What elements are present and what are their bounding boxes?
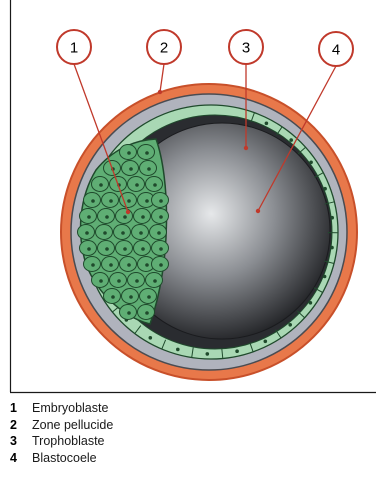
trophoblast-nucleus xyxy=(149,336,153,340)
embryoblast-nucleus xyxy=(121,231,125,235)
callout-1-number: 1 xyxy=(70,40,78,57)
legend-label: Blastocoele xyxy=(32,450,97,467)
embryoblast-nucleus xyxy=(145,151,149,155)
legend-number: 4 xyxy=(10,450,32,467)
embryoblast-nucleus xyxy=(147,167,151,171)
leader-2 xyxy=(160,64,164,92)
embryoblast-nucleus xyxy=(153,279,157,283)
embryoblast-nucleus xyxy=(91,199,95,203)
embryoblast-nucleus xyxy=(159,215,163,219)
embryoblast-nucleus xyxy=(157,231,161,235)
embryoblast-nucleus xyxy=(159,263,163,267)
embryoblast-nucleus xyxy=(103,231,107,235)
legend-label: Trophoblaste xyxy=(32,433,105,450)
embryoblast-nucleus xyxy=(139,231,143,235)
callout-2: 2 xyxy=(147,30,181,64)
callout-3-number: 3 xyxy=(242,40,250,57)
embryoblast-nucleus xyxy=(109,263,113,267)
trophoblast-nucleus xyxy=(323,275,327,279)
embryoblast-nucleus xyxy=(141,215,145,219)
trophoblast-nucleus xyxy=(235,349,239,353)
embryoblast-nucleus xyxy=(127,311,131,315)
embryoblast-nucleus xyxy=(105,247,109,251)
embryoblast-nucleus xyxy=(91,263,95,267)
embryoblast-nucleus xyxy=(159,199,163,203)
embryoblast-nucleus xyxy=(123,247,127,251)
trophoblast-nucleus xyxy=(330,216,334,220)
embryoblast-nucleus xyxy=(147,295,151,299)
trophoblast-nucleus xyxy=(309,301,313,305)
embryoblast-nucleus xyxy=(127,263,131,267)
embryoblast-nucleus xyxy=(145,199,149,203)
trophoblast-nucleus xyxy=(264,340,268,344)
embryoblast-nucleus xyxy=(105,215,109,219)
embryoblast-nucleus xyxy=(153,183,157,187)
embryoblast-nucleus xyxy=(99,183,103,187)
trophoblast-nucleus xyxy=(309,161,313,165)
embryoblast-nucleus xyxy=(141,247,145,251)
trophoblast-nucleus xyxy=(265,122,269,126)
legend-number: 1 xyxy=(10,400,32,417)
blastocyst-diagram: 1 2 3 4 xyxy=(0,0,376,394)
trophoblast-nucleus xyxy=(330,246,334,250)
trophoblast-nucleus xyxy=(289,138,293,142)
legend-label: Zone pellucide xyxy=(32,417,113,434)
embryoblast-nucleus xyxy=(117,279,121,283)
embryoblast-nucleus xyxy=(129,295,133,299)
callout-4-number: 4 xyxy=(332,42,340,59)
legend-number: 3 xyxy=(10,433,32,450)
embryoblast-nucleus xyxy=(99,279,103,283)
trophoblast-nucleus xyxy=(323,187,327,191)
embryoblast-nucleus xyxy=(127,151,131,155)
trophoblast-nucleus xyxy=(206,352,210,356)
embryoblast-nucleus xyxy=(135,279,139,283)
trophoblast-nucleus xyxy=(288,323,292,327)
embryoblast-nucleus xyxy=(135,183,139,187)
embryoblast-nucleus xyxy=(159,247,163,251)
legend-number: 2 xyxy=(10,417,32,434)
callout-1: 1 xyxy=(57,30,91,64)
callout-4: 4 xyxy=(319,32,353,66)
embryoblast-nucleus xyxy=(109,199,113,203)
embryoblast-nucleus xyxy=(145,311,149,315)
legend-label: Embryoblaste xyxy=(32,400,108,417)
callout-2-number: 2 xyxy=(160,40,168,57)
trophoblast-nucleus xyxy=(176,348,180,352)
embryoblast-nucleus xyxy=(123,215,127,219)
embryoblast-nucleus xyxy=(87,215,91,219)
embryoblast-nucleus xyxy=(145,263,149,267)
embryoblast-nucleus xyxy=(127,199,131,203)
callout-3: 3 xyxy=(229,30,263,64)
embryoblast-nucleus xyxy=(129,167,133,171)
embryoblast-nucleus xyxy=(85,231,89,235)
embryoblast-nucleus xyxy=(87,247,91,251)
embryoblast-nucleus xyxy=(111,295,115,299)
